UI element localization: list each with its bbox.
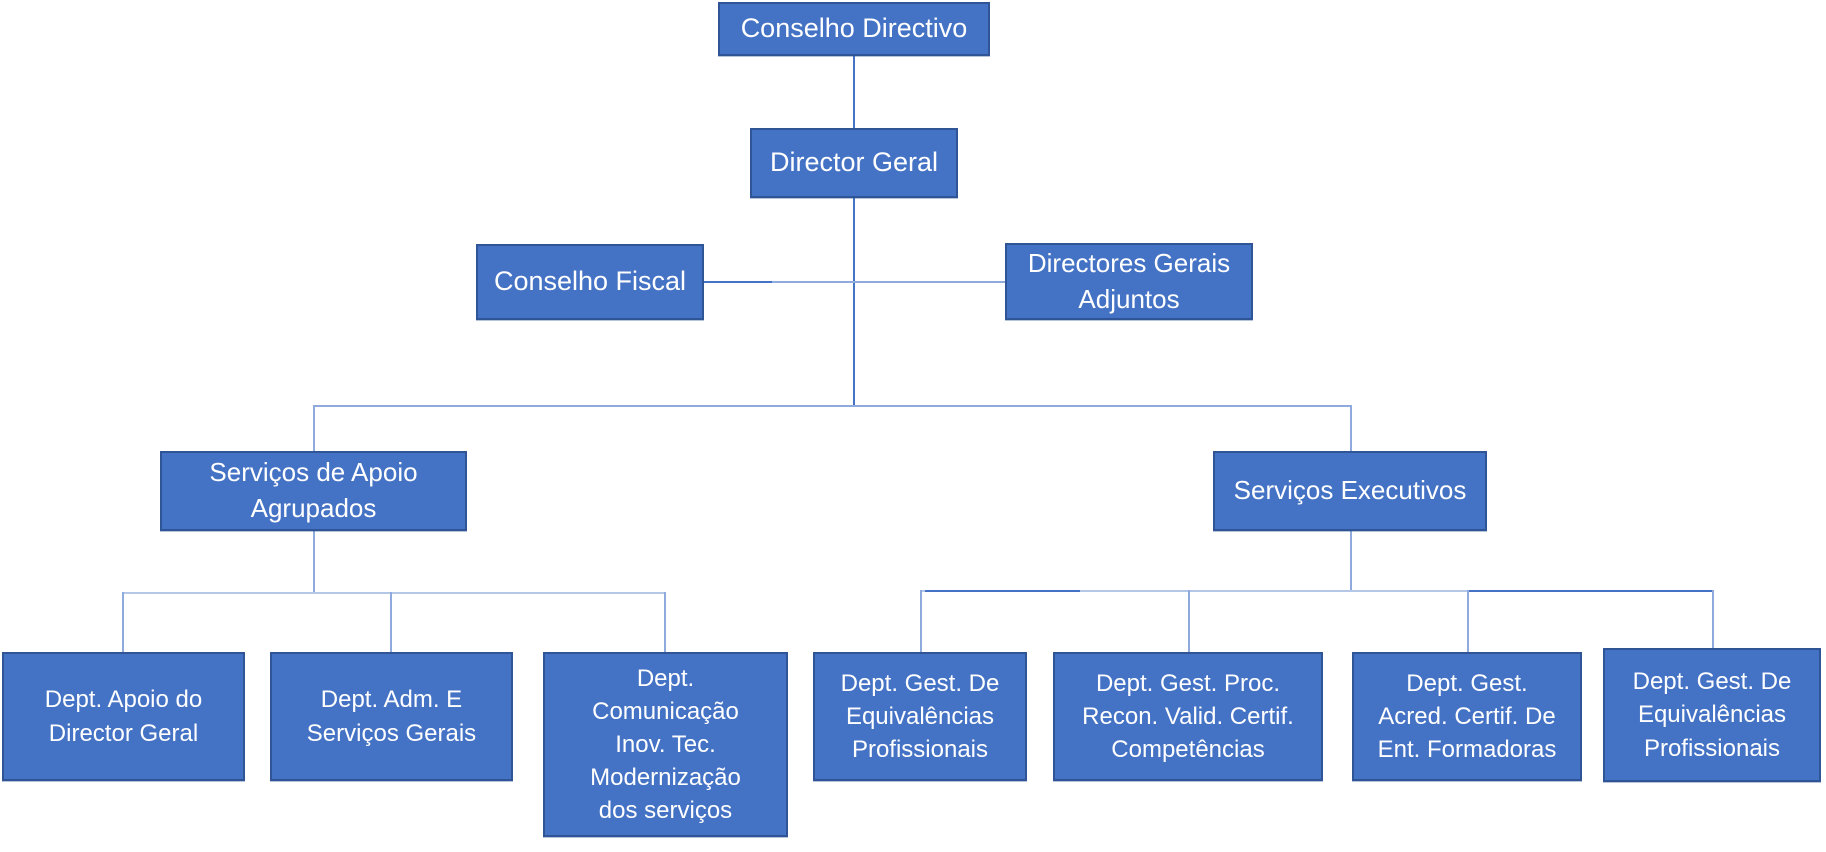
connector-drop-servicos-apoio — [313, 405, 315, 451]
org-node-dept-gest-equivalencias-2: Dept. Gest. De Equivalências Profissiona… — [1603, 648, 1821, 782]
connector-director-geral-stem — [853, 198, 855, 406]
connector-drop-dept-equivalencias-1 — [920, 590, 922, 652]
connector-directores-adjuntos-segment — [772, 281, 1006, 283]
connector-right-horizontal-dark-segment-1 — [925, 590, 1080, 592]
connector-right-children-horizontal — [920, 590, 1714, 592]
org-node-conselho-fiscal: Conselho Fiscal — [476, 244, 704, 320]
connector-drop-dept-comunicacao — [664, 592, 666, 652]
org-node-directores-gerais-adjuntos: Directores Gerais Adjuntos — [1005, 243, 1253, 320]
org-node-dept-comunicacao: Dept. Comunicação Inov. Tec. Modernizaçã… — [543, 652, 788, 837]
connector-drop-servicos-executivos — [1350, 405, 1352, 451]
org-node-dept-gest-equivalencias-1: Dept. Gest. De Equivalências Profissiona… — [813, 652, 1027, 781]
connector-servicos-apoio-stem — [313, 531, 315, 593]
org-node-conselho-directivo: Conselho Directivo — [718, 2, 990, 56]
connector-drop-dept-proc-recon — [1188, 590, 1190, 652]
org-node-dept-apoio-director-geral: Dept. Apoio do Director Geral — [2, 652, 245, 781]
org-node-servicos-executivos: Serviços Executivos — [1213, 451, 1487, 531]
connector-conselho-directivo-to-director-geral — [853, 56, 855, 129]
org-node-dept-adm-servicos-gerais: Dept. Adm. E Serviços Gerais — [270, 652, 513, 781]
connector-right-horizontal-dark-segment-2 — [1467, 590, 1714, 592]
connector-hub-horizontal — [314, 405, 1352, 407]
connector-drop-dept-acred — [1467, 590, 1469, 652]
org-node-director-geral: Director Geral — [750, 128, 958, 198]
connector-left-children-horizontal — [122, 592, 666, 594]
connector-drop-dept-adm — [390, 592, 392, 652]
connector-drop-dept-apoio — [122, 592, 124, 652]
org-node-servicos-apoio-agrupados: Serviços de Apoio Agrupados — [160, 451, 467, 531]
org-node-dept-gest-acred: Dept. Gest. Acred. Certif. De Ent. Forma… — [1352, 652, 1582, 781]
connector-servicos-executivos-stem — [1350, 531, 1352, 591]
connector-drop-dept-equivalencias-2 — [1712, 590, 1714, 648]
org-node-dept-gest-proc-recon: Dept. Gest. Proc. Recon. Valid. Certif. … — [1053, 652, 1323, 781]
connector-conselho-fiscal-segment — [704, 281, 772, 283]
